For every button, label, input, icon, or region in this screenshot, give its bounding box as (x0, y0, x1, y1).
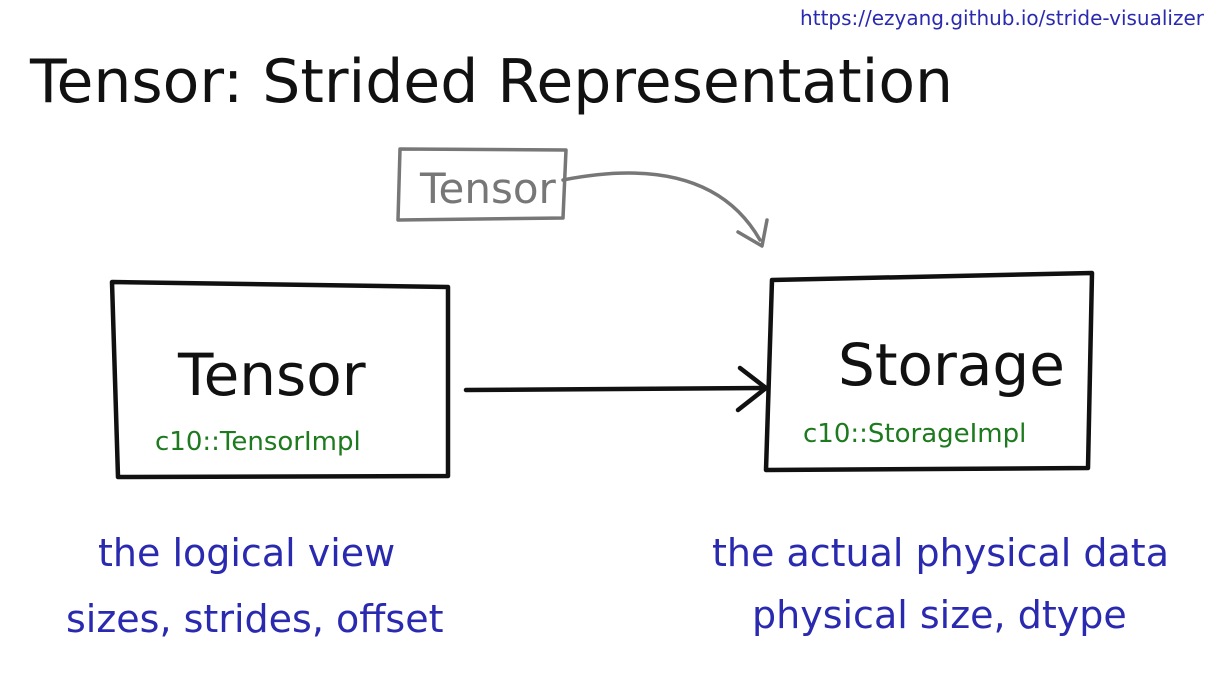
storage-impl-label: c10::StorageImpl (803, 419, 1026, 449)
tensor-box (109, 279, 451, 480)
tensor-label: Tensor (177, 341, 366, 409)
tensor-to-storage-arrow (463, 365, 769, 413)
small-tensor-label: Tensor (419, 164, 557, 213)
storage-note-line2: physical size, dtype (752, 593, 1127, 637)
storage-box (763, 270, 1095, 473)
storage-label: Storage (838, 331, 1065, 399)
tensor-node: Tensor c10::TensorImpl (109, 279, 451, 480)
tensor-note-line2: sizes, strides, offset (66, 597, 443, 641)
source-url[interactable]: https://ezyang.github.io/stride-visualiz… (800, 6, 1204, 30)
small-tensor-to-storage-arrow (561, 171, 769, 248)
tensor-impl-label: c10::TensorImpl (155, 427, 361, 457)
tensor-note-line1: the logical view (98, 531, 395, 575)
small-tensor-box (396, 147, 568, 222)
storage-note-line1: the actual physical data (712, 531, 1169, 575)
small-tensor-node: Tensor (396, 147, 568, 222)
storage-node: Storage c10::StorageImpl (763, 270, 1095, 473)
diagram-title: Tensor: Strided Representation (29, 47, 953, 117)
